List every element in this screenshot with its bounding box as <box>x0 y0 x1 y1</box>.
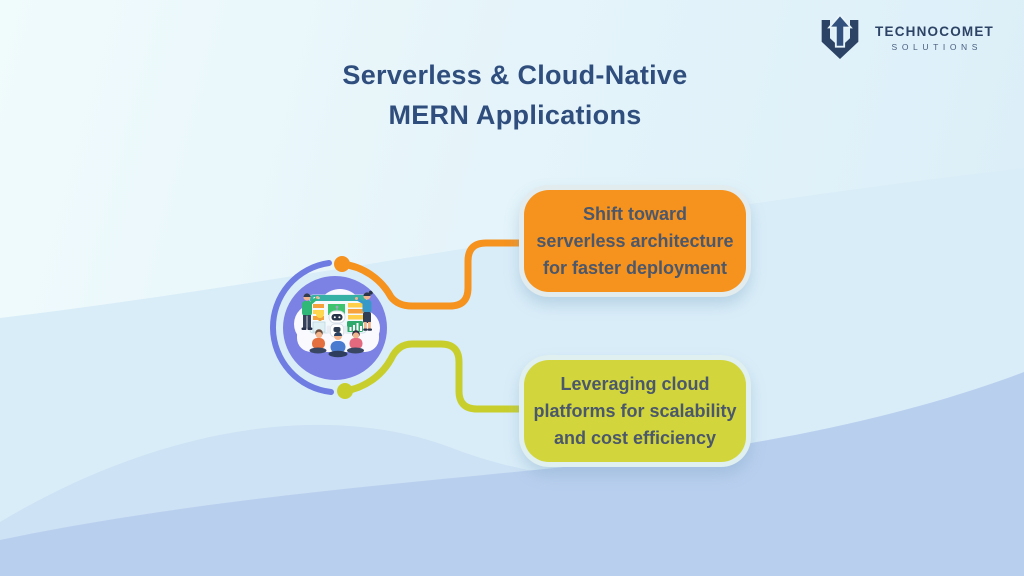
callout-line: for faster deployment <box>542 257 728 278</box>
person-seated-center <box>328 332 348 358</box>
person-standing-left <box>301 293 319 330</box>
callout-line: serverless architecture <box>536 230 734 251</box>
wave-band-bottom <box>0 372 1024 576</box>
callout-line: and cost efficiency <box>553 427 717 448</box>
callout-line: Shift toward <box>583 203 687 224</box>
logo-company-name: TECHNOCOMET <box>875 23 994 39</box>
lightbulb-icon <box>316 310 324 321</box>
person-seated-left <box>309 329 327 354</box>
connector-green-dot <box>337 383 353 399</box>
page-title: Serverless & Cloud-Native MERN Applicati… <box>257 55 773 135</box>
person-standing-right <box>355 290 373 331</box>
page-title-line-2: MERN Applications <box>388 100 642 130</box>
dashboard-bar-chart <box>347 321 363 332</box>
connector-green <box>341 340 526 413</box>
callout-cloud-platforms: Leveraging cloud platforms for scalabili… <box>519 355 751 467</box>
logo-up-arrow-shield-icon <box>821 14 859 60</box>
logo-tagline: SOLUTIONS <box>891 41 983 52</box>
dashboard-header <box>310 295 366 301</box>
callout-line: platforms for scalability <box>533 400 737 421</box>
team-ai-dashboard-illustration <box>294 289 380 358</box>
connector-orange <box>338 239 526 310</box>
company-logo: TECHNOCOMET SOLUTIONS <box>815 14 994 61</box>
logo-text: TECHNOCOMET SOLUTIONS <box>875 24 994 52</box>
hub-ring-arc <box>270 260 334 395</box>
connector-orange-dot <box>334 256 350 272</box>
callout-line: Leveraging cloud <box>560 373 710 394</box>
callout-serverless-shift: Shift toward serverless architecture for… <box>519 185 751 297</box>
page-title-line-1: Serverless & Cloud-Native <box>342 60 688 90</box>
person-seated-right <box>347 330 364 354</box>
